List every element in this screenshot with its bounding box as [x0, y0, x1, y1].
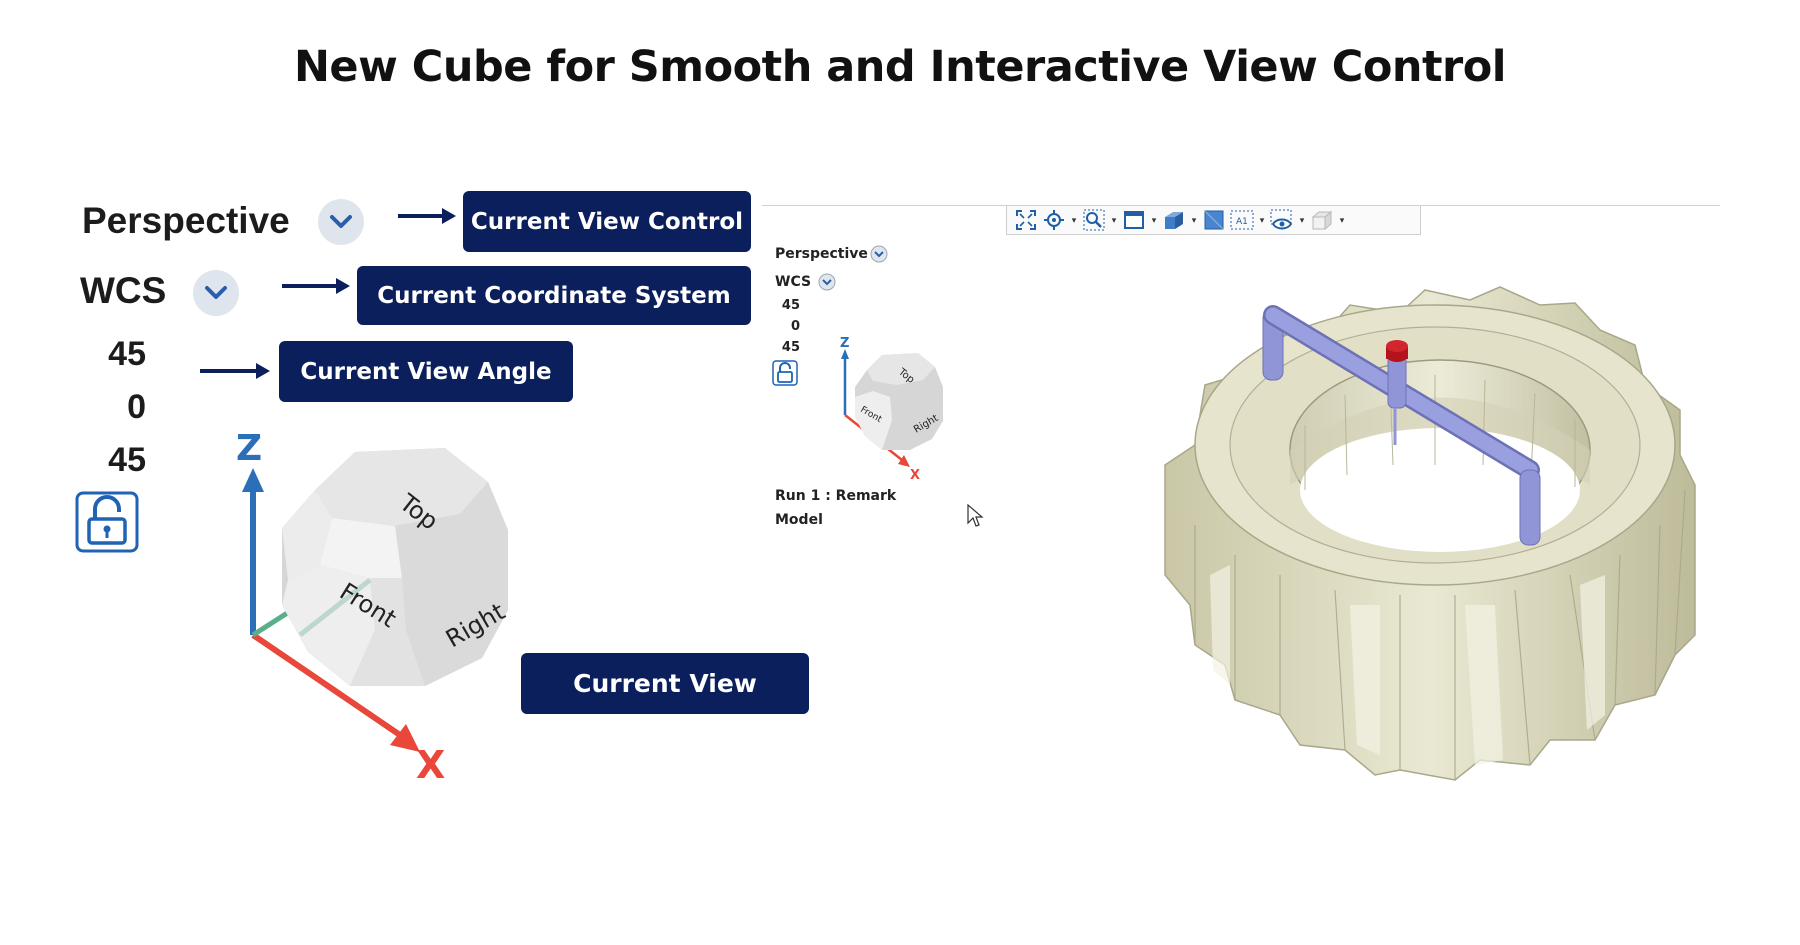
z-axis-label: Z [236, 430, 262, 469]
zoom-button[interactable] [1081, 207, 1107, 233]
arrow-to-coord-system [282, 278, 350, 294]
chevron-down-icon [870, 245, 888, 263]
box-outline-dropdown[interactable]: ▾ [1339, 214, 1345, 225]
viewport-z-label: Z [840, 336, 849, 351]
visibility-dropdown[interactable]: ▾ [1299, 214, 1305, 225]
unlock-icon [772, 360, 798, 386]
view-cube: Top Front Right [282, 448, 510, 686]
x-axis-label: X [416, 743, 445, 780]
z-axis-arrowhead [242, 468, 264, 492]
arrow-to-view-control [398, 208, 456, 224]
mouse-cursor-icon [967, 503, 984, 527]
center-button[interactable] [1041, 207, 1067, 233]
chevron-down-icon [330, 215, 352, 228]
fit-all-button[interactable] [1013, 207, 1039, 233]
window-button[interactable] [1121, 207, 1147, 233]
callout-current-view: Current View [521, 653, 809, 714]
coord-system-dropdown[interactable] [193, 270, 239, 316]
box-outline-icon [1311, 210, 1333, 231]
shaded-box-icon [1165, 212, 1183, 229]
view-face-icon [1204, 210, 1224, 230]
flow-pipe [1262, 305, 1541, 546]
zoom-dropdown[interactable]: ▾ [1111, 214, 1117, 225]
page-title: New Cube for Smooth and Interactive View… [293, 42, 1507, 92]
center-dropdown[interactable]: ▾ [1071, 214, 1077, 225]
viewport-coord-system: WCS [775, 274, 812, 290]
visibility-icon [1270, 209, 1293, 230]
view-angle-1: 45 [108, 335, 146, 373]
arrow-to-view-angle [200, 363, 270, 379]
chevron-down-icon [818, 273, 836, 291]
coord-system-label: WCS [80, 270, 167, 311]
label-button[interactable]: A1 [1229, 207, 1255, 233]
view-toolbar: ▾ ▾ ▾ ▾ A1 ▾ ▾ ▾ [1006, 205, 1421, 235]
lock-view-button[interactable] [75, 491, 139, 558]
x-axis-arrowhead [390, 724, 420, 752]
shaded-box-dropdown[interactable]: ▾ [1191, 214, 1197, 225]
viewport-angle-1: 45 [781, 298, 800, 313]
viewport-view-mode-dropdown[interactable] [870, 245, 888, 268]
box-outline-button[interactable] [1309, 207, 1335, 233]
viewport-model-label: Model [775, 512, 823, 528]
viewport-cube-axes: Top Front Right Z X [840, 336, 943, 480]
zoom-icon [1083, 209, 1105, 231]
window-dropdown[interactable]: ▾ [1151, 214, 1157, 225]
view-angle-2: 0 [127, 388, 146, 426]
gear-model[interactable] [1135, 275, 1715, 785]
window-icon [1124, 211, 1144, 229]
center-icon [1044, 210, 1064, 230]
viewport-run-label: Run 1 : Remark [775, 488, 897, 504]
gate-marker [1386, 340, 1408, 352]
view-mode-label: Perspective [82, 200, 290, 241]
chevron-down-icon [205, 286, 227, 299]
svg-text:A1: A1 [1236, 217, 1248, 227]
callout-coord-system: Current Coordinate System [357, 266, 751, 325]
fit-all-icon [1016, 210, 1036, 230]
view-mode-dropdown[interactable] [318, 199, 364, 245]
viewport-angle-2: 0 [790, 319, 800, 334]
viewport-x-label: X [910, 468, 920, 480]
view-angle-3: 45 [108, 441, 146, 479]
callout-view-angle: Current View Angle [279, 341, 573, 402]
viewport-angle-3: 45 [781, 340, 800, 355]
x-axis-line [251, 632, 402, 738]
label-dropdown[interactable]: ▾ [1259, 214, 1265, 225]
view-face-button[interactable] [1201, 207, 1227, 233]
callout-view-control: Current View Control [463, 191, 751, 252]
unlock-icon [75, 491, 139, 553]
shaded-box-button[interactable] [1161, 207, 1187, 233]
viewport-coord-system-dropdown[interactable] [818, 273, 836, 296]
cube-axes-diagram: Top Front Right Z X [236, 430, 510, 780]
viewport-view-mode: Perspective [775, 246, 868, 262]
label-icon: A1 [1230, 210, 1254, 230]
viewport-lock-button[interactable] [772, 360, 798, 391]
visibility-button[interactable] [1269, 207, 1295, 233]
